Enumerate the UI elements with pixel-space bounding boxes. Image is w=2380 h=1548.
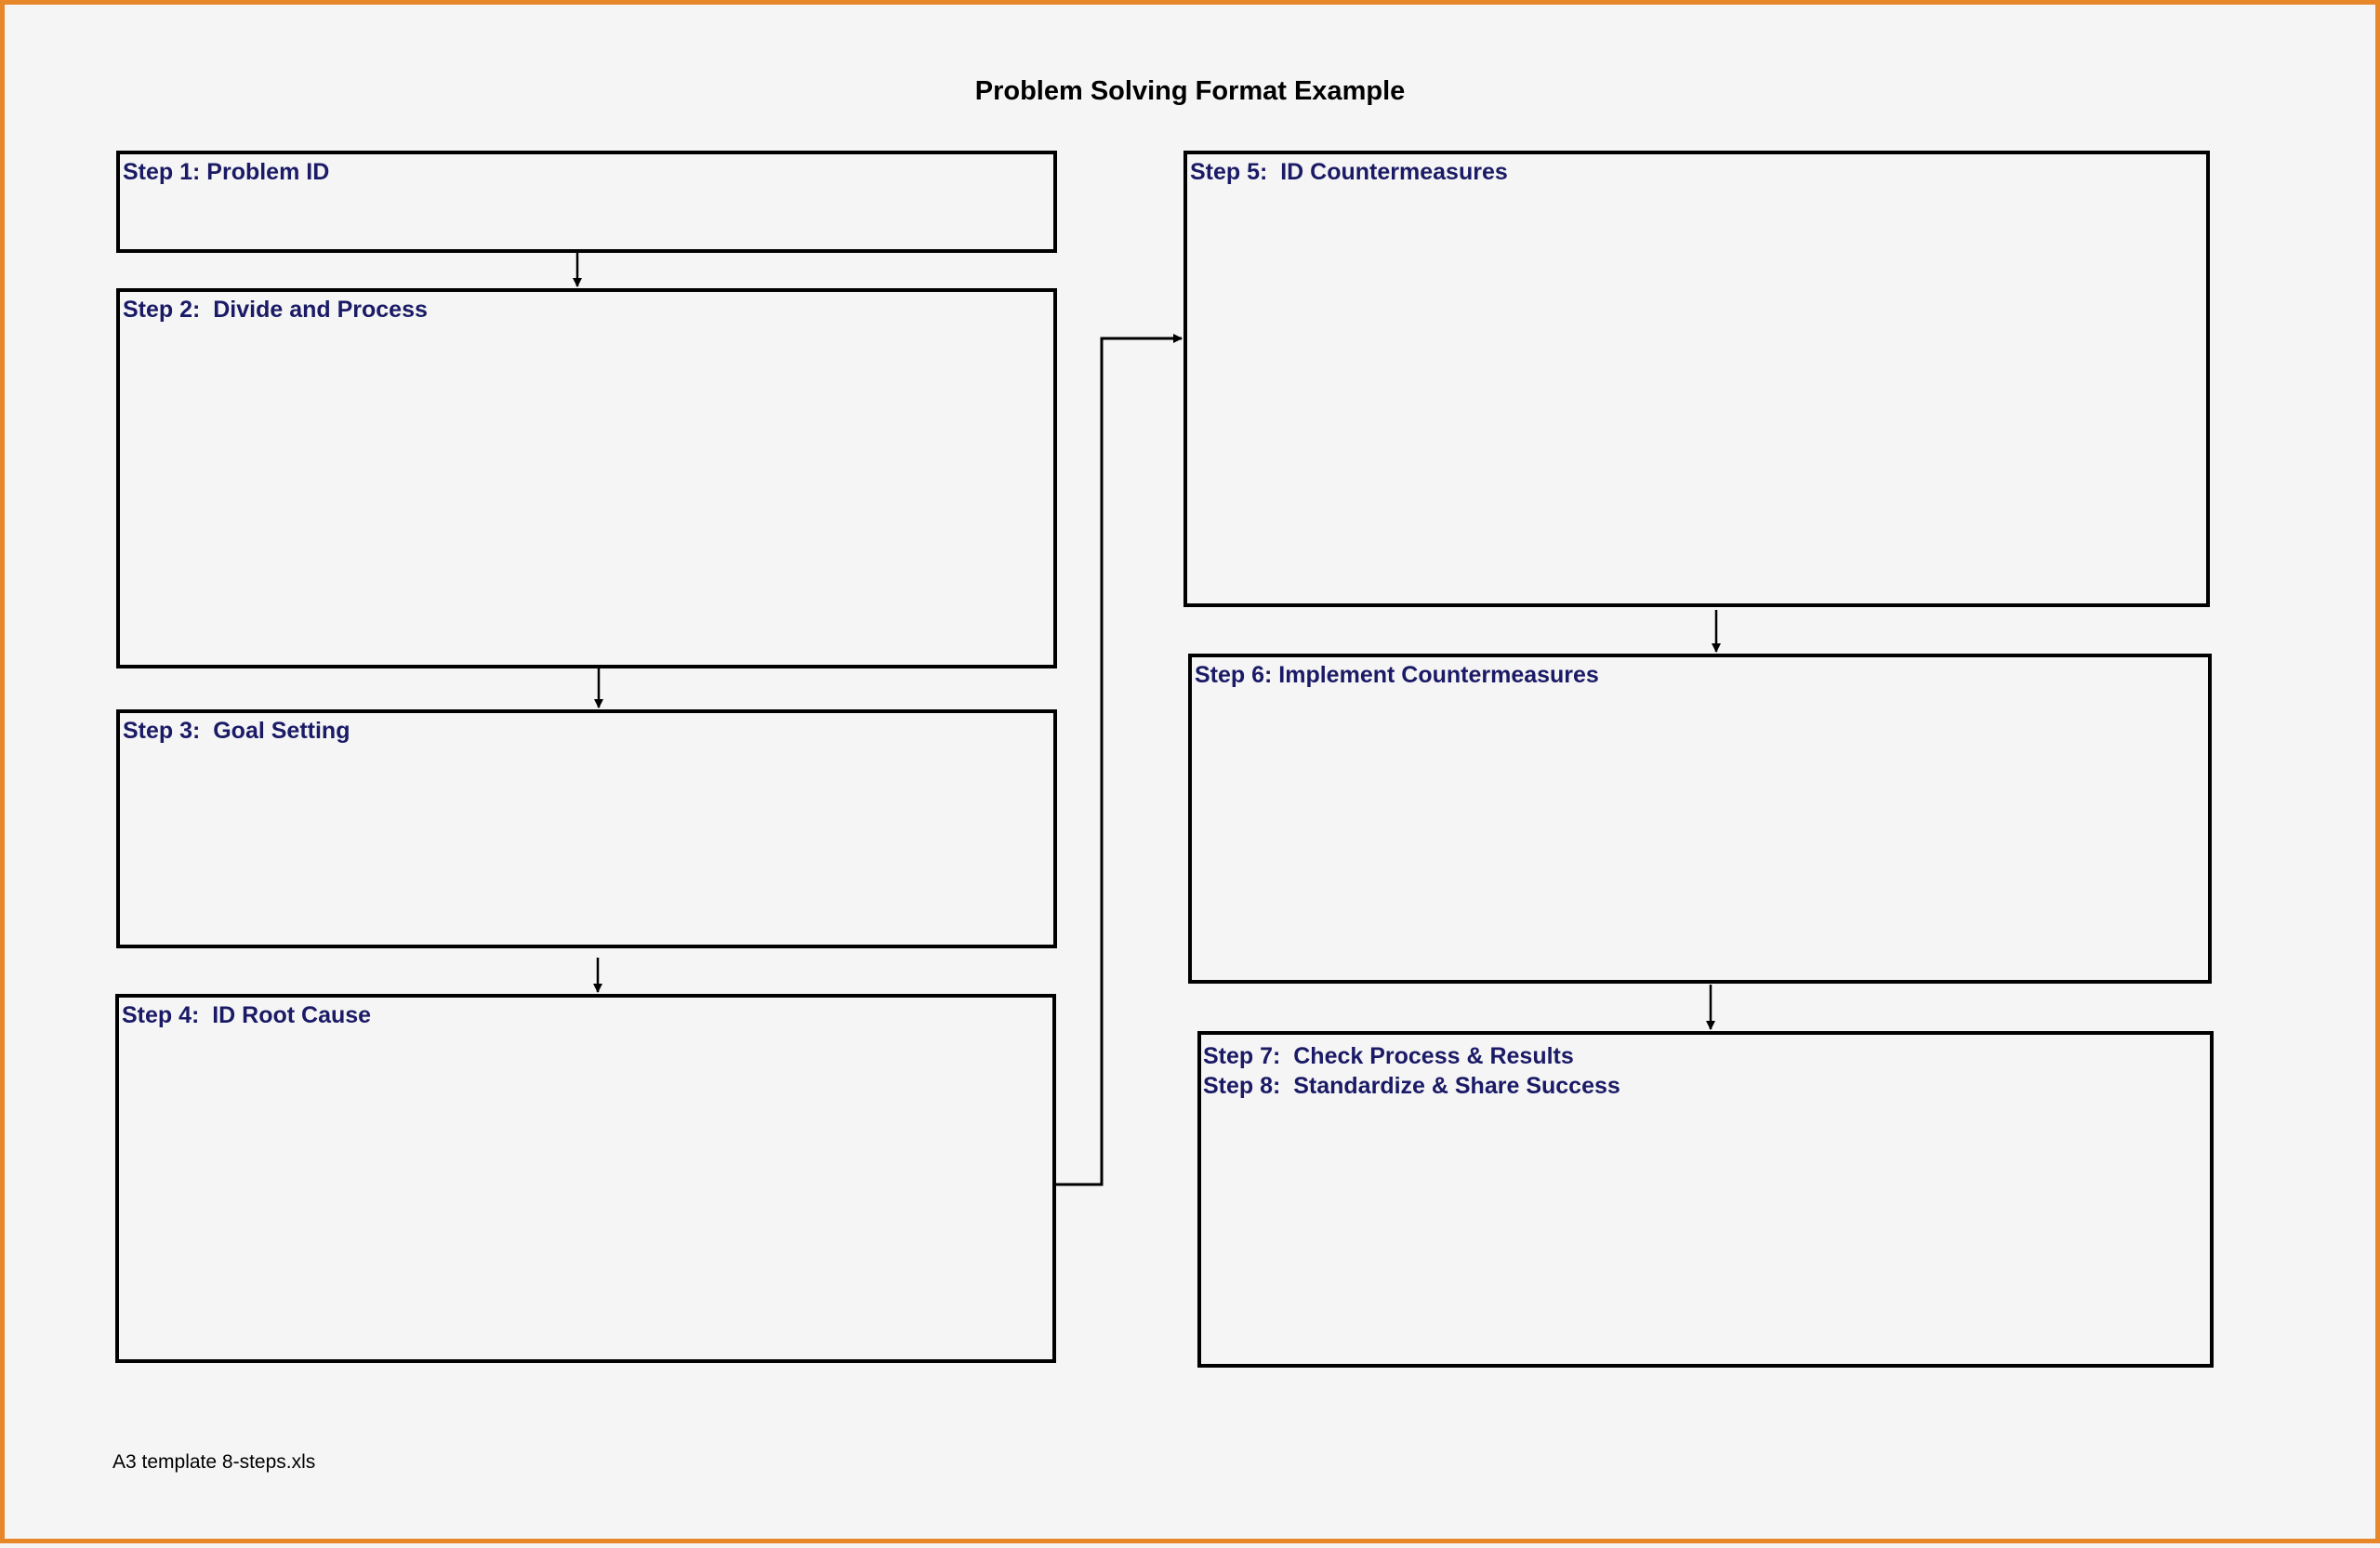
- step-1-box: Step 1: Problem ID: [116, 151, 1057, 253]
- step-7-8-box: Step 7: Check Process & Results Step 8: …: [1197, 1031, 2214, 1368]
- step-8-label: Step 8: Standardize & Share Success: [1203, 1073, 1620, 1099]
- step-3-box: Step 3: Goal Setting: [116, 709, 1057, 948]
- step-2-label: Step 2: Divide and Process: [123, 297, 428, 323]
- arrow-step4-to-step5: [1056, 334, 1183, 1186]
- step-6-box: Step 6: Implement Countermeasures: [1188, 654, 2212, 984]
- step-5-box: Step 5: ID Countermeasures: [1183, 151, 2210, 607]
- step-5-label: Step 5: ID Countermeasures: [1190, 159, 1508, 185]
- step-4-box: Step 4: ID Root Cause: [115, 994, 1056, 1363]
- page-title: Problem Solving Format Example: [974, 76, 1406, 106]
- step-1-label: Step 1: Problem ID: [123, 159, 330, 185]
- step-7-label: Step 7: Check Process & Results: [1203, 1043, 1574, 1069]
- step-6-label: Step 6: Implement Countermeasures: [1195, 662, 1599, 688]
- step-3-label: Step 3: Goal Setting: [123, 718, 350, 744]
- step-4-label: Step 4: ID Root Cause: [122, 1002, 372, 1028]
- footer-filename: A3 template 8-steps.xls: [112, 1451, 316, 1473]
- step-2-box: Step 2: Divide and Process: [116, 288, 1057, 668]
